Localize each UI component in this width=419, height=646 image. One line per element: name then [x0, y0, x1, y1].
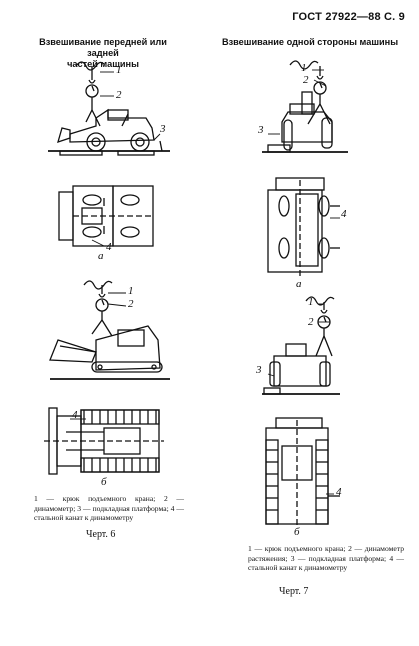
right-machine-side-view — [262, 60, 348, 153]
callout-left-3: 3 — [160, 123, 166, 135]
callout-leaders — [70, 69, 340, 495]
left-chert-label: Черт. 6 — [86, 529, 116, 540]
callout-left-4: 4 — [106, 241, 112, 253]
left-title-line2: частей машины — [67, 59, 139, 69]
callout-left-1: 1 — [116, 64, 122, 76]
callout-right-4: 4 — [341, 208, 347, 220]
right-crawler-plan-view-b — [265, 417, 340, 528]
page-header: ГОСТ 27922—88 С. 9 — [292, 11, 405, 23]
left-caption: 1 — крюк подъемного крана; 2 — динамомет… — [34, 494, 184, 523]
left-loader-side-view — [48, 61, 170, 156]
right-sublabel-a: а — [296, 278, 302, 290]
right-figure-title: Взвешивание одной стороны машины — [221, 37, 399, 47]
right-sublabel-b: б — [294, 526, 300, 538]
callout-left-4b: 4 — [72, 409, 78, 421]
left-dozer-side-view — [49, 280, 170, 380]
left-loader-plan-view-a — [58, 185, 154, 247]
left-sublabel-a: а — [98, 250, 104, 262]
callout-right-1: 1 — [301, 62, 307, 74]
callout-left-2: 2 — [116, 89, 122, 101]
callout-right-3b: 3 — [256, 364, 262, 376]
right-caption: 1 — крюк подъемного крана; 2 — динамомет… — [248, 544, 404, 573]
callout-right-2: 2 — [303, 74, 309, 86]
right-machine-plan-view-a — [267, 177, 340, 278]
callout-right-3: 3 — [258, 124, 264, 136]
right-chert-label: Черт. 7 — [279, 586, 309, 597]
callout-right-2b: 2 — [308, 316, 314, 328]
callout-right-1b: 1 — [308, 296, 314, 308]
callout-right-4b: 4 — [336, 486, 342, 498]
left-dozer-plan-view-b — [44, 407, 164, 475]
callout-left-1b: 1 — [128, 285, 134, 297]
left-figure-title: Взвешивание передней или задней частей м… — [28, 37, 178, 70]
left-title-line1: Взвешивание передней или задней — [39, 37, 167, 58]
left-sublabel-b: б — [101, 476, 107, 488]
right-crawler-side-view — [262, 296, 340, 395]
callout-left-2b: 2 — [128, 298, 134, 310]
